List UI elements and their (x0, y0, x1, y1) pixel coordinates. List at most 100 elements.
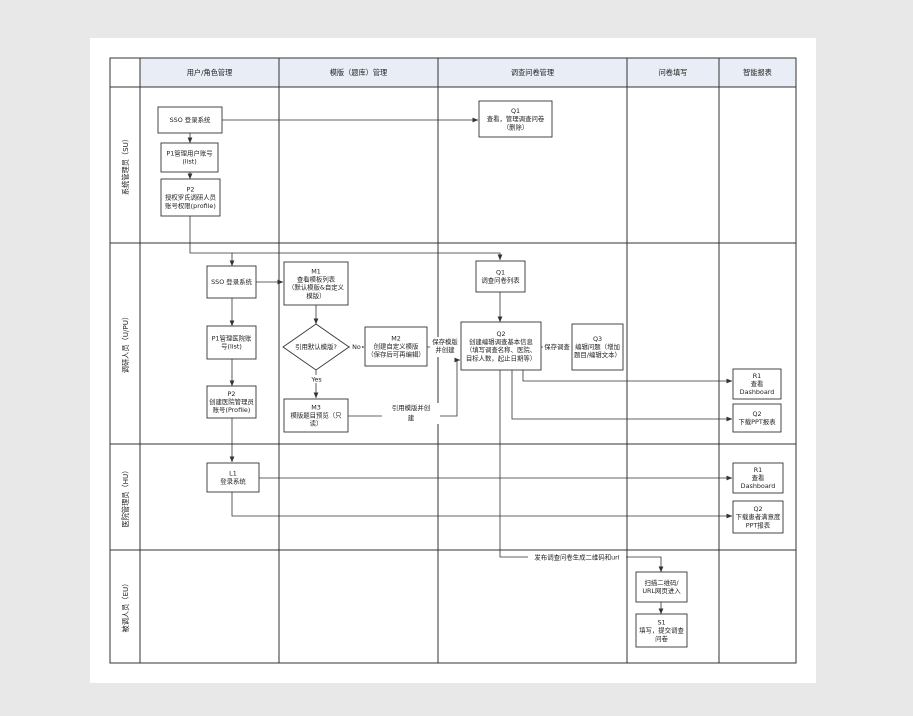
node-box (283, 261, 349, 306)
edge-l1-hq2 (231, 492, 733, 519)
edge-label-no: No (352, 343, 361, 351)
node-text-line: 调查问卷列表 (481, 276, 520, 285)
column-header-fill: 问卷填写 (659, 68, 688, 77)
node-text-line: R1 (754, 466, 763, 474)
node-text-line: S1 (657, 618, 665, 626)
node-text-line: Q1 (511, 107, 520, 115)
node-text-line: M3 (311, 403, 321, 411)
node-text-line: Q2 (753, 505, 762, 513)
node-e-scan: 扫描二维码/URL网页进入 (635, 571, 688, 603)
node-text-line: 查看 (751, 379, 764, 388)
edge-label-publish: 发布调查问卷生成二维码和url (534, 553, 619, 562)
node-text-line: 读） (310, 419, 323, 428)
node-text-line: P1管理用户账号 (166, 149, 212, 158)
column-header-template: 模版（题库）管理 (330, 68, 388, 77)
node-text-line: SSO 登录系统 (170, 115, 211, 124)
node-box (206, 462, 260, 493)
node-text-line: 模版） (306, 291, 325, 300)
node-text-line: 账号(Profile) (213, 405, 251, 414)
node-text-line: 账号权限(profile) (165, 201, 216, 210)
node-su-p1: P1管理用户账号(list) (160, 142, 219, 173)
node-box (160, 142, 219, 173)
node-text-line: R1 (753, 372, 762, 380)
node-text-line: 创建自定义模版 (374, 342, 419, 351)
node-text-line: 号(list) (221, 343, 242, 351)
edge-label-save-template-2: 并创建 (435, 345, 455, 354)
node-box (732, 462, 784, 494)
node-text-line: 创建医院管理员 (209, 397, 254, 406)
edge-q2-r2 (511, 370, 733, 422)
node-box (475, 260, 526, 293)
node-box (283, 398, 349, 433)
lane-label-u: 调研人员（U/PU） (121, 313, 130, 373)
node-text-line: (list) (182, 158, 196, 166)
edge-label-cite-template-2: 建 (408, 413, 415, 422)
edge-label-cite-template-1: 引用模版并创 (392, 403, 430, 412)
node-text-line: 扫描二维码/ (644, 578, 679, 587)
nodes: SSO 登录系统P1管理用户账号(list)P2授权罗氏调研人员账号权限(pro… (157, 100, 784, 648)
node-text-line: 授权罗氏调研人员 (165, 193, 216, 202)
node-text-line: 模版题目预览（只 (290, 411, 342, 420)
node-text-line: 引用默认模版? (295, 342, 337, 351)
node-su-sso: SSO 登录系统 (157, 106, 223, 134)
node-text-line: Dashboard (741, 482, 776, 490)
column-header-report: 智能报表 (743, 68, 772, 77)
decision-diamond (282, 323, 350, 371)
node-text-line: P2 (228, 390, 236, 398)
node-u-sso: SSO 登录系统 (206, 265, 257, 299)
node-text-line: 创建编辑调查基本信息 (469, 337, 534, 346)
node-text-line: Dashboard (740, 388, 775, 396)
node-text-line: P1管理医院账 (212, 333, 252, 342)
node-text-line: Q2 (496, 330, 505, 338)
node-text-line: 查看，管理调查问卷 (487, 114, 545, 123)
node-text-line: L1 (229, 469, 237, 477)
node-box (635, 613, 688, 648)
node-text-line: （填写调查名称、医院、 (466, 345, 536, 354)
node-text-line: 查看模板列表 (297, 274, 336, 283)
node-text-line: M2 (391, 334, 401, 342)
node-text-line: 填写，提交调查 (639, 626, 684, 635)
lane-label-hu: 医院管理员（HU） (121, 467, 130, 528)
node-box (478, 100, 553, 138)
node-box (157, 106, 223, 134)
lane-label-eu: 被调人员（EU） (121, 580, 130, 633)
node-text-line: 登录系统 (220, 477, 246, 486)
node-box (364, 326, 428, 367)
node-text-line: 目标人数，起止日期等） (466, 353, 536, 362)
node-text-line: 查看 (752, 473, 765, 482)
node-u-dec: 引用默认模版? (282, 323, 350, 371)
node-text-line: Q2 (752, 410, 761, 418)
node-text-line: P2 (187, 185, 195, 193)
node-box (206, 325, 257, 360)
node-box (160, 178, 221, 217)
node-box (732, 368, 782, 400)
node-text-line: 题目/编辑文本） (574, 350, 621, 359)
node-box (732, 403, 782, 433)
node-text-line: PPT报表 (746, 520, 771, 529)
node-text-line: Q3 (593, 335, 602, 343)
node-box (460, 321, 542, 371)
edge-q2-publish (499, 370, 664, 573)
lane-label-su: 系统管理员（SU） (121, 135, 130, 195)
node-box (571, 323, 624, 371)
node-text-line: 编辑问题（增加 (575, 342, 620, 351)
column-header-user-role: 用户/角色管理 (187, 68, 233, 77)
column-header-survey: 调查问卷管理 (511, 68, 554, 77)
node-text-line: 问卷 (655, 634, 668, 643)
edge-labels: No Yes 保存模版 并创建 引用模版并创 建 保存调查 发布调查问卷生成二维… (308, 337, 626, 562)
